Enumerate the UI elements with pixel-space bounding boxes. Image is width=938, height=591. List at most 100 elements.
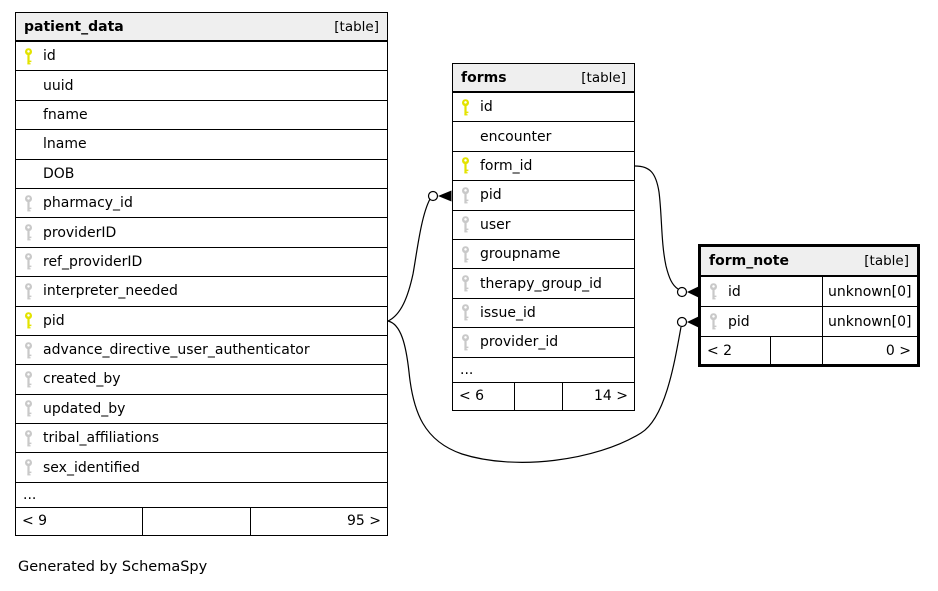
column-name: id [728, 283, 741, 300]
column-row: pid unknown[0] [701, 307, 917, 337]
column-row: ref_providerID [16, 248, 387, 278]
primary-key-icon [460, 157, 471, 174]
primary-key-icon [460, 98, 471, 116]
column-name: advance_directive_user_authenticator [43, 342, 310, 359]
column-type: unknown[0] [822, 307, 917, 336]
column-row: sex_identified [16, 453, 387, 483]
column-name: provider_id [480, 334, 559, 351]
relationship-line-patient_data-forms [387, 198, 431, 322]
foreign-key-icon [460, 216, 471, 233]
column-row: uuid [16, 71, 387, 101]
foreign-key-icon [23, 224, 34, 241]
column-row: pid [16, 307, 387, 336]
column-name: lname [43, 136, 87, 153]
column-row: issue_id [453, 299, 634, 329]
table-footer: < 9 95 > [16, 507, 387, 535]
column-name: pid [728, 313, 750, 330]
column-name: updated_by [43, 400, 126, 417]
column-name: providerID [43, 224, 117, 241]
foreign-key-icon [708, 283, 719, 300]
foreign-key-icon [460, 304, 471, 321]
table-type-badge: [table] [334, 18, 379, 35]
table-type-badge: [table] [581, 69, 626, 86]
foreign-key-icon [23, 459, 34, 476]
column-name: therapy_group_id [480, 275, 602, 292]
table-title[interactable]: forms [461, 69, 507, 86]
ellipsis-row: ... [16, 483, 387, 508]
column-name: form_id [480, 157, 533, 174]
column-name: pharmacy_id [43, 195, 133, 212]
column-list: id encounter form_id [453, 93, 634, 358]
table-header: form_note [table] [701, 247, 917, 277]
table-title[interactable]: patient_data [24, 18, 124, 35]
column-name: id [480, 99, 493, 116]
column-list: id uuid fname [16, 42, 387, 483]
column-name: interpreter_needed [43, 283, 178, 300]
column-row: created_by [16, 365, 387, 395]
primary-key-icon [23, 312, 34, 329]
column-row: DOB [16, 160, 387, 189]
column-row: tribal_affiliations [16, 424, 387, 454]
relationship-endpoint-circle [676, 316, 688, 328]
foreign-key-icon [460, 245, 471, 263]
column-name: pid [480, 187, 502, 204]
footer-children-count: 95 > [347, 513, 381, 530]
foreign-key-icon [23, 283, 34, 300]
table-header: patient_data [table] [16, 13, 387, 42]
column-row: therapy_group_id [453, 269, 634, 299]
relationship-arrowhead [687, 316, 699, 328]
footer-parents-count: < 6 [453, 382, 515, 410]
column-row: user [453, 211, 634, 240]
column-row: provider_id [453, 328, 634, 358]
generator-credit: Generated by SchemaSpy [18, 559, 208, 575]
footer-parents-count: < 2 [701, 337, 771, 364]
column-name: user [480, 216, 511, 233]
column-name: created_by [43, 371, 121, 388]
relationship-endpoint-circle [676, 286, 688, 298]
column-row: fname [16, 101, 387, 131]
column-name: id [43, 48, 56, 65]
table-header: forms [table] [453, 64, 634, 93]
foreign-key-icon [23, 341, 34, 359]
foreign-key-icon [460, 275, 471, 292]
relationship-arrowhead [438, 190, 452, 202]
foreign-key-icon [460, 187, 471, 204]
column-name: DOB [43, 165, 75, 182]
column-row: pid [453, 181, 634, 211]
column-name: groupname [480, 246, 561, 263]
footer-middle-cell [771, 337, 823, 364]
table-form_note: form_note [table] id unknown[0] [698, 244, 920, 367]
column-row: groupname [453, 240, 634, 270]
column-row: pharmacy_id [16, 189, 387, 219]
relationship-line-forms-form_note [634, 165, 679, 290]
footer-middle-cell [515, 382, 563, 410]
column-row: providerID [16, 218, 387, 248]
foreign-key-icon [23, 194, 34, 212]
column-list: id unknown[0] pid unknown[0] [701, 277, 917, 337]
relationship-endpoint-circle [427, 190, 439, 202]
column-row: id [453, 93, 634, 123]
column-row: interpreter_needed [16, 277, 387, 307]
column-name: tribal_affiliations [43, 430, 160, 447]
table-type-badge: [table] [864, 253, 909, 269]
column-row: id [16, 42, 387, 72]
foreign-key-icon [460, 334, 471, 351]
foreign-key-icon [23, 371, 34, 388]
column-row: id unknown[0] [701, 277, 917, 307]
table-title[interactable]: form_note [709, 253, 789, 269]
column-name: ref_providerID [43, 253, 143, 270]
column-row: advance_directive_user_authenticator [16, 336, 387, 366]
footer-children-count: 14 > [594, 388, 628, 405]
column-name: encounter [480, 128, 552, 145]
foreign-key-icon [23, 253, 34, 270]
footer-middle-cell [143, 507, 251, 535]
table-footer: < 2 0 > [701, 337, 917, 364]
column-row: encounter [453, 122, 634, 152]
column-row: updated_by [16, 395, 387, 425]
column-name: pid [43, 312, 65, 329]
table-patient_data: patient_data [table] id uuid [15, 12, 388, 536]
table-footer: < 6 14 > [453, 382, 634, 410]
primary-key-icon [23, 47, 34, 65]
column-row: form_id [453, 152, 634, 182]
foreign-key-icon [23, 429, 34, 447]
